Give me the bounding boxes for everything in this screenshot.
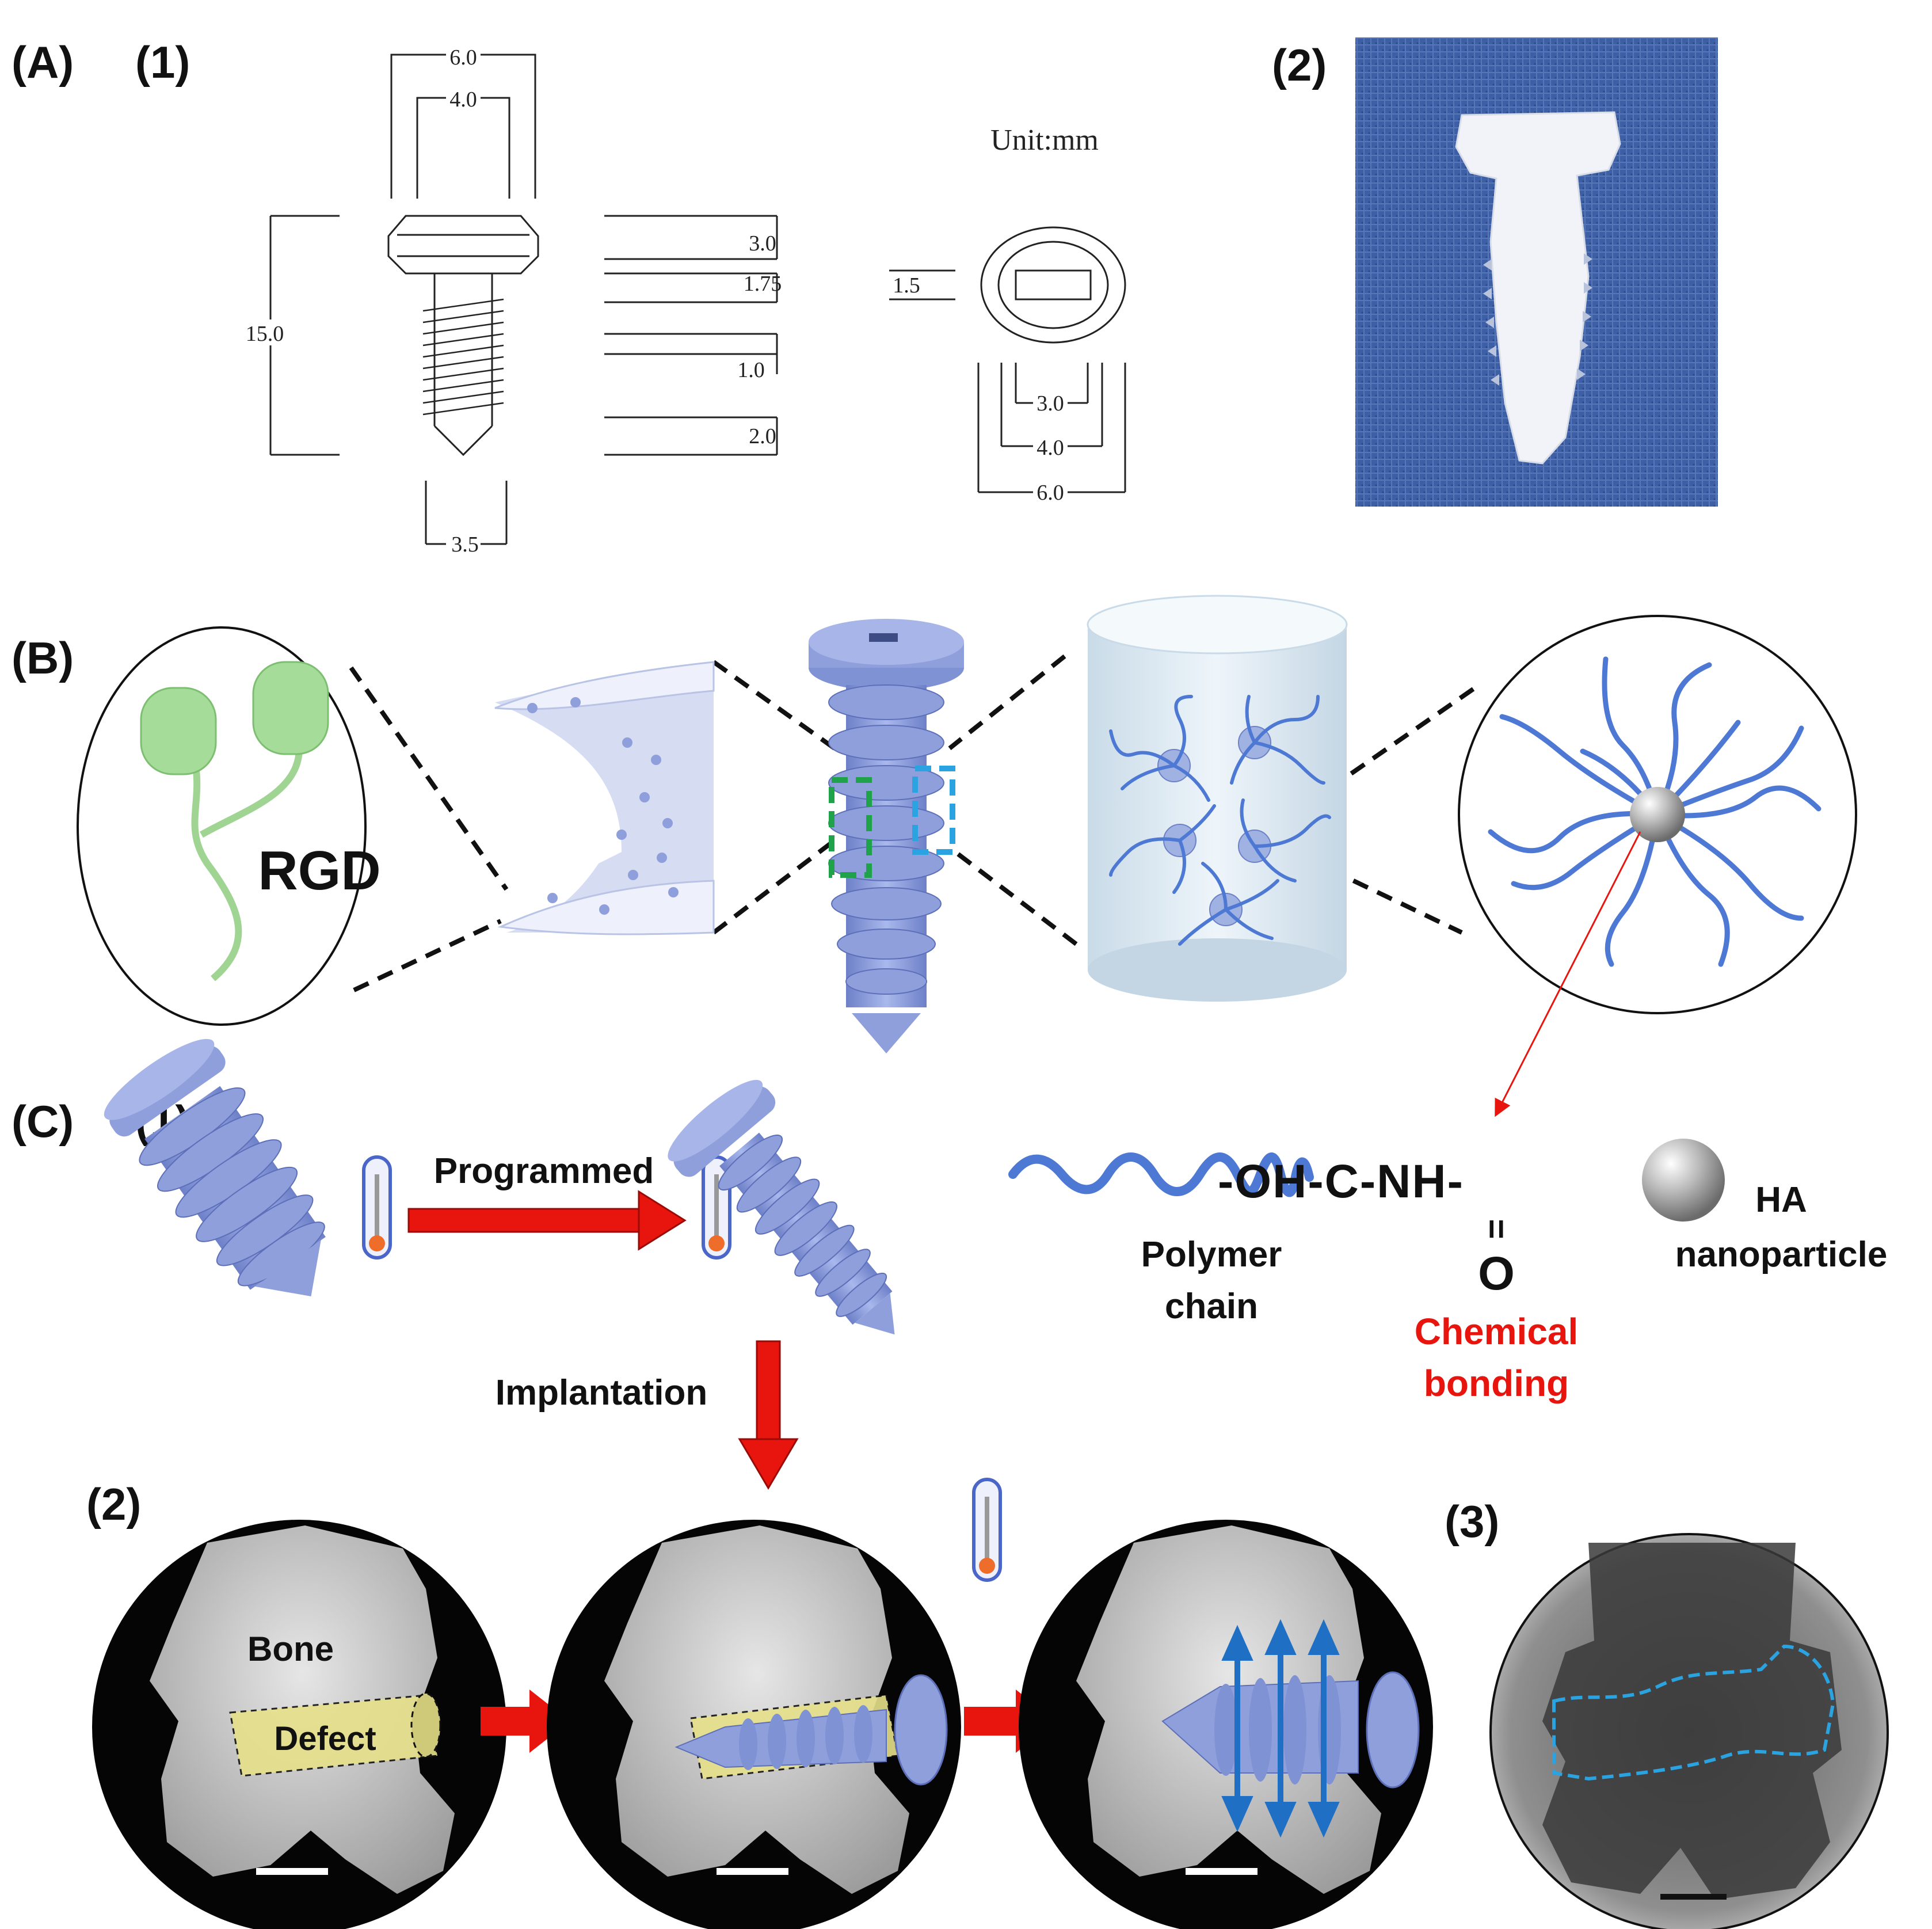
rgd-label: RGD [258,840,380,901]
bone-label: Bone [247,1630,334,1668]
blue-dashed-box [912,766,955,855]
dim-head-inner: 4.0 [449,87,477,112]
panel-label-c2: (2) [86,1479,141,1529]
defect-label: Defect [274,1720,376,1757]
scale-bar [256,1868,328,1875]
panel-label-c: (C) [12,1096,74,1147]
chain-label: chain [1165,1287,1258,1326]
oxygen-label: O [1478,1247,1515,1300]
thermometer-icon [972,1478,1002,1582]
dim-d1: 3.0 [749,231,776,256]
dim-head-outer: 6.0 [449,45,477,70]
thread-surface-detail [494,661,715,935]
panel-label-a: (A) [12,37,74,87]
rgd-bead-right [252,661,329,755]
dim-top-outer: 6.0 [1037,481,1064,505]
scale-bar [1660,1894,1727,1900]
defect-outline [1552,1644,1835,1781]
panel-label-a1: (1) [135,37,190,87]
bone-expanded-circle [1019,1520,1433,1929]
polymer-cylinder [1087,595,1348,1002]
dim-d3: 1.0 [737,358,765,382]
rgd-bead-left [140,687,217,775]
thermometer-icon [362,1155,392,1260]
dim-root: 3.5 [451,532,479,557]
implantation-label: Implantation [496,1373,708,1413]
chemical-label: Chemical [1415,1311,1579,1352]
dim-top-inner: 3.0 [1037,391,1064,416]
polymer-chain-wave [1008,1152,1314,1197]
technical-drawing [269,54,1126,545]
panel-label-c3: (3) [1445,1496,1499,1547]
programmed-arrow: Programmed [407,1151,687,1251]
chemical-bonding-scheme: -OH-C-NH- = O HA nanoparticle Polymer ch… [1008,1139,1888,1404]
green-dashed-box [829,777,872,878]
bone-implanted-circle [547,1520,961,1929]
nanoparticle-label: nanoparticle [1675,1235,1888,1274]
xray-circle [1489,1533,1889,1929]
dim-d2: 1.75 [744,272,782,296]
programmed-screw [668,1079,895,1335]
defect-region [229,1694,439,1777]
polymer-label: Polymer [1141,1235,1282,1274]
bond-pointer-arrow [1495,831,1641,1117]
dim-top-mid: 4.0 [1037,436,1064,460]
dim-slot: 1.5 [893,273,920,298]
screw-photo [1355,37,1718,507]
rgd-detail: RGD [77,626,381,1026]
ha-nanoparticle [1642,1139,1725,1222]
scale-bar [717,1868,788,1875]
double-bond: = [1477,1219,1516,1239]
original-screw [104,1038,326,1297]
panel-label-b: (B) [12,633,74,683]
dim-d4: 2.0 [749,424,776,448]
expansion-arrows [1221,1619,1340,1838]
xray-bone [1542,1543,1842,1900]
bone-defect-circle: Bone Defect [92,1520,506,1929]
dim-length: 15.0 [246,322,284,346]
step-arrow [481,1690,570,1753]
chemical-formula: -OH-C-NH- [1218,1155,1464,1208]
panel-label-a2: (2) [1272,40,1327,90]
implantation-arrow: Implantation [496,1340,799,1490]
programmed-label: Programmed [434,1151,654,1191]
zoom-lines [349,654,1481,992]
unit-label: Unit:mm [990,124,1099,157]
central-screw [809,619,964,1053]
bonding-label: bonding [1424,1363,1569,1404]
scale-bar [1186,1868,1257,1875]
nanoparticle-detail [1458,615,1857,1014]
ha-label: HA [1755,1180,1807,1220]
